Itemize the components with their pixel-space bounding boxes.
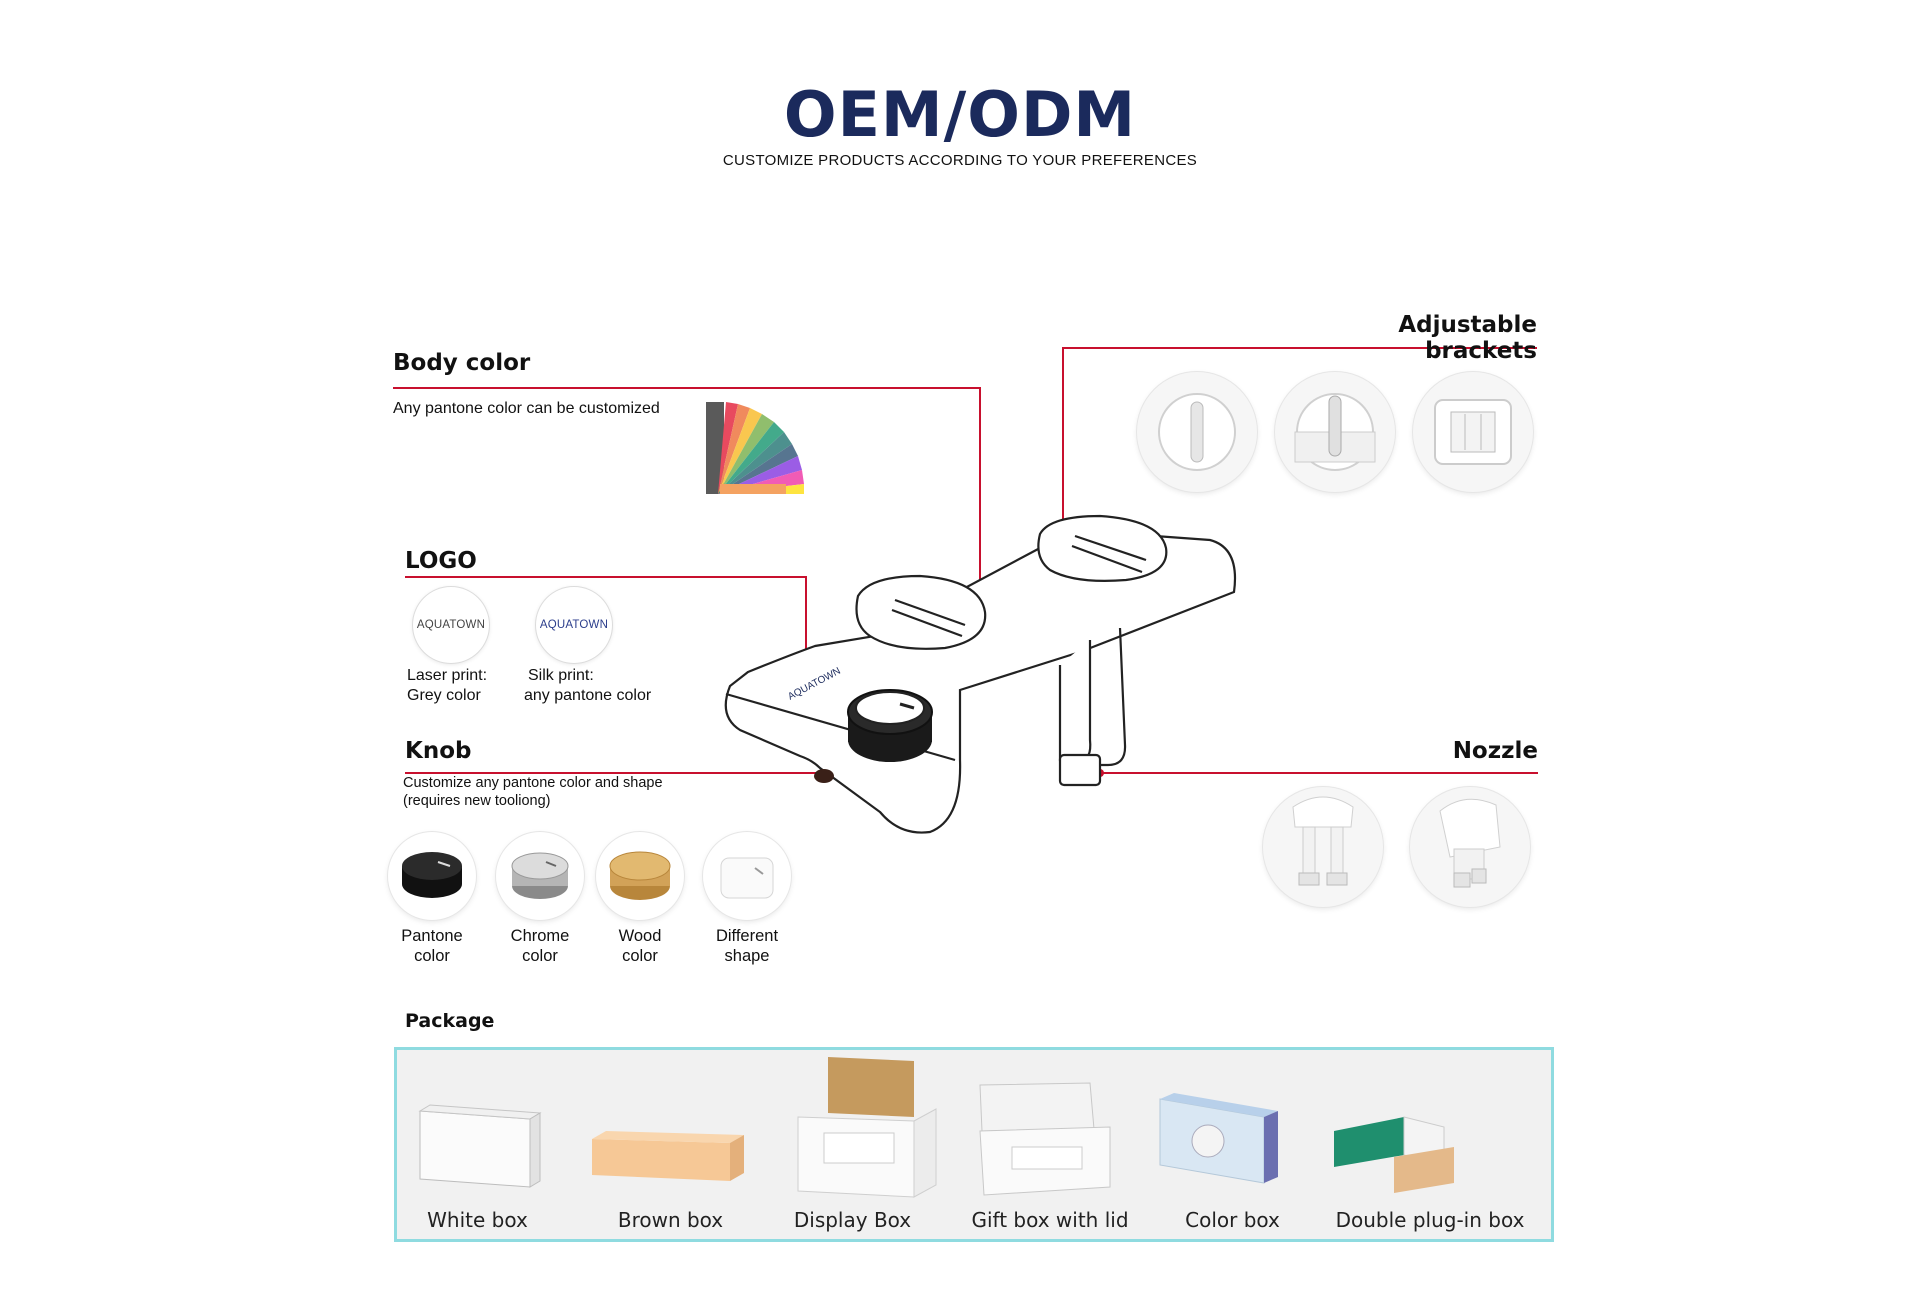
body-color-description: Any pantone color can be customized bbox=[393, 400, 660, 417]
knob-chrome-caption: Chrome color bbox=[488, 926, 592, 966]
package-display-box-image bbox=[797, 1057, 937, 1198]
logo-heading: LOGO bbox=[405, 548, 477, 574]
body-color-heading: Body color bbox=[393, 350, 531, 376]
package-color-box-image bbox=[1159, 1093, 1278, 1184]
bidet-sketch bbox=[724, 514, 1236, 834]
bracket-option-1 bbox=[1137, 372, 1257, 492]
knob-wood-caption-line1: Wood bbox=[618, 927, 662, 945]
package-label-white-box: White box bbox=[427, 1208, 528, 1232]
logo-laser-caption: Laser print: Grey color bbox=[407, 666, 487, 706]
logo-laser-print-sample: AQUATOWN bbox=[413, 587, 489, 663]
knob-shape-sample bbox=[703, 832, 791, 920]
knob-pantone-caption-line1: Pantone bbox=[401, 927, 463, 945]
knob-pantone-caption: Pantone color bbox=[380, 926, 484, 966]
knob-pantone-sample bbox=[388, 832, 476, 920]
nozzle-option-2 bbox=[1410, 787, 1530, 907]
knob-shape-caption-line2: shape bbox=[724, 947, 770, 965]
knob-heading: Knob bbox=[405, 738, 472, 764]
sketch-knob bbox=[847, 689, 933, 762]
knob-shape-caption: Different shape bbox=[695, 926, 799, 966]
package-images bbox=[418, 1057, 1454, 1198]
logo-laser-caption-line2: Grey color bbox=[407, 687, 481, 704]
logo-silk-mark: AQUATOWN bbox=[539, 619, 609, 631]
knob-shape-caption-line1: Different bbox=[715, 927, 779, 945]
nozzle-option-1 bbox=[1263, 787, 1383, 907]
package-white-box-image bbox=[418, 1104, 542, 1188]
package-gift-box-image bbox=[979, 1082, 1111, 1196]
package-double-box-image bbox=[1334, 1116, 1454, 1193]
package-brown-box-image bbox=[592, 1131, 744, 1181]
brackets-heading: Adjustable brackets bbox=[1398, 312, 1537, 364]
sketch-spout bbox=[814, 769, 834, 783]
package-heading: Package bbox=[405, 1010, 495, 1032]
knob-wood-sample bbox=[596, 832, 684, 920]
nozzle-heading: Nozzle bbox=[1452, 738, 1538, 764]
page-title: OEM/ODM bbox=[783, 78, 1137, 151]
logo-silk-print-sample: AQUATOWN bbox=[536, 587, 612, 663]
package-label-brown-box: Brown box bbox=[617, 1208, 724, 1232]
knob-wood-caption: Wood color bbox=[588, 926, 692, 966]
package-label-display-box: Display Box bbox=[793, 1208, 912, 1232]
bracket-option-3 bbox=[1413, 372, 1533, 492]
knob-description-line1: Customize any pantone color and shape bbox=[403, 775, 663, 791]
logo-silk-caption: Silk print: any pantone color bbox=[524, 666, 651, 706]
package-label-double-plug-in-box: Double plug-in box bbox=[1335, 1208, 1525, 1232]
knob-description: Customize any pantone color and shape (r… bbox=[403, 774, 663, 810]
knob-chrome-caption-line2: color bbox=[522, 947, 558, 965]
page-subtitle: CUSTOMIZE PRODUCTS ACCORDING TO YOUR PRE… bbox=[722, 152, 1198, 169]
logo-silk-caption-line2: any pantone color bbox=[524, 687, 652, 704]
logo-silk-caption-line1: Silk print: bbox=[528, 667, 594, 684]
logo-laser-caption-line1: Laser print: bbox=[407, 667, 488, 684]
knob-chrome-sample bbox=[496, 832, 584, 920]
package-label-gift-box: Gift box with lid bbox=[971, 1208, 1129, 1232]
bracket-option-2 bbox=[1275, 372, 1395, 492]
package-label-color-box: Color box bbox=[1185, 1208, 1280, 1232]
pantone-fan-image bbox=[706, 402, 804, 494]
knob-chrome-caption-line1: Chrome bbox=[510, 927, 570, 945]
knob-description-line2: (requires new tooliong) bbox=[403, 793, 551, 809]
knob-wood-caption-line2: color bbox=[622, 947, 658, 965]
knob-pantone-caption-line2: color bbox=[414, 947, 450, 965]
logo-laser-mark: AQUATOWN bbox=[416, 619, 486, 631]
